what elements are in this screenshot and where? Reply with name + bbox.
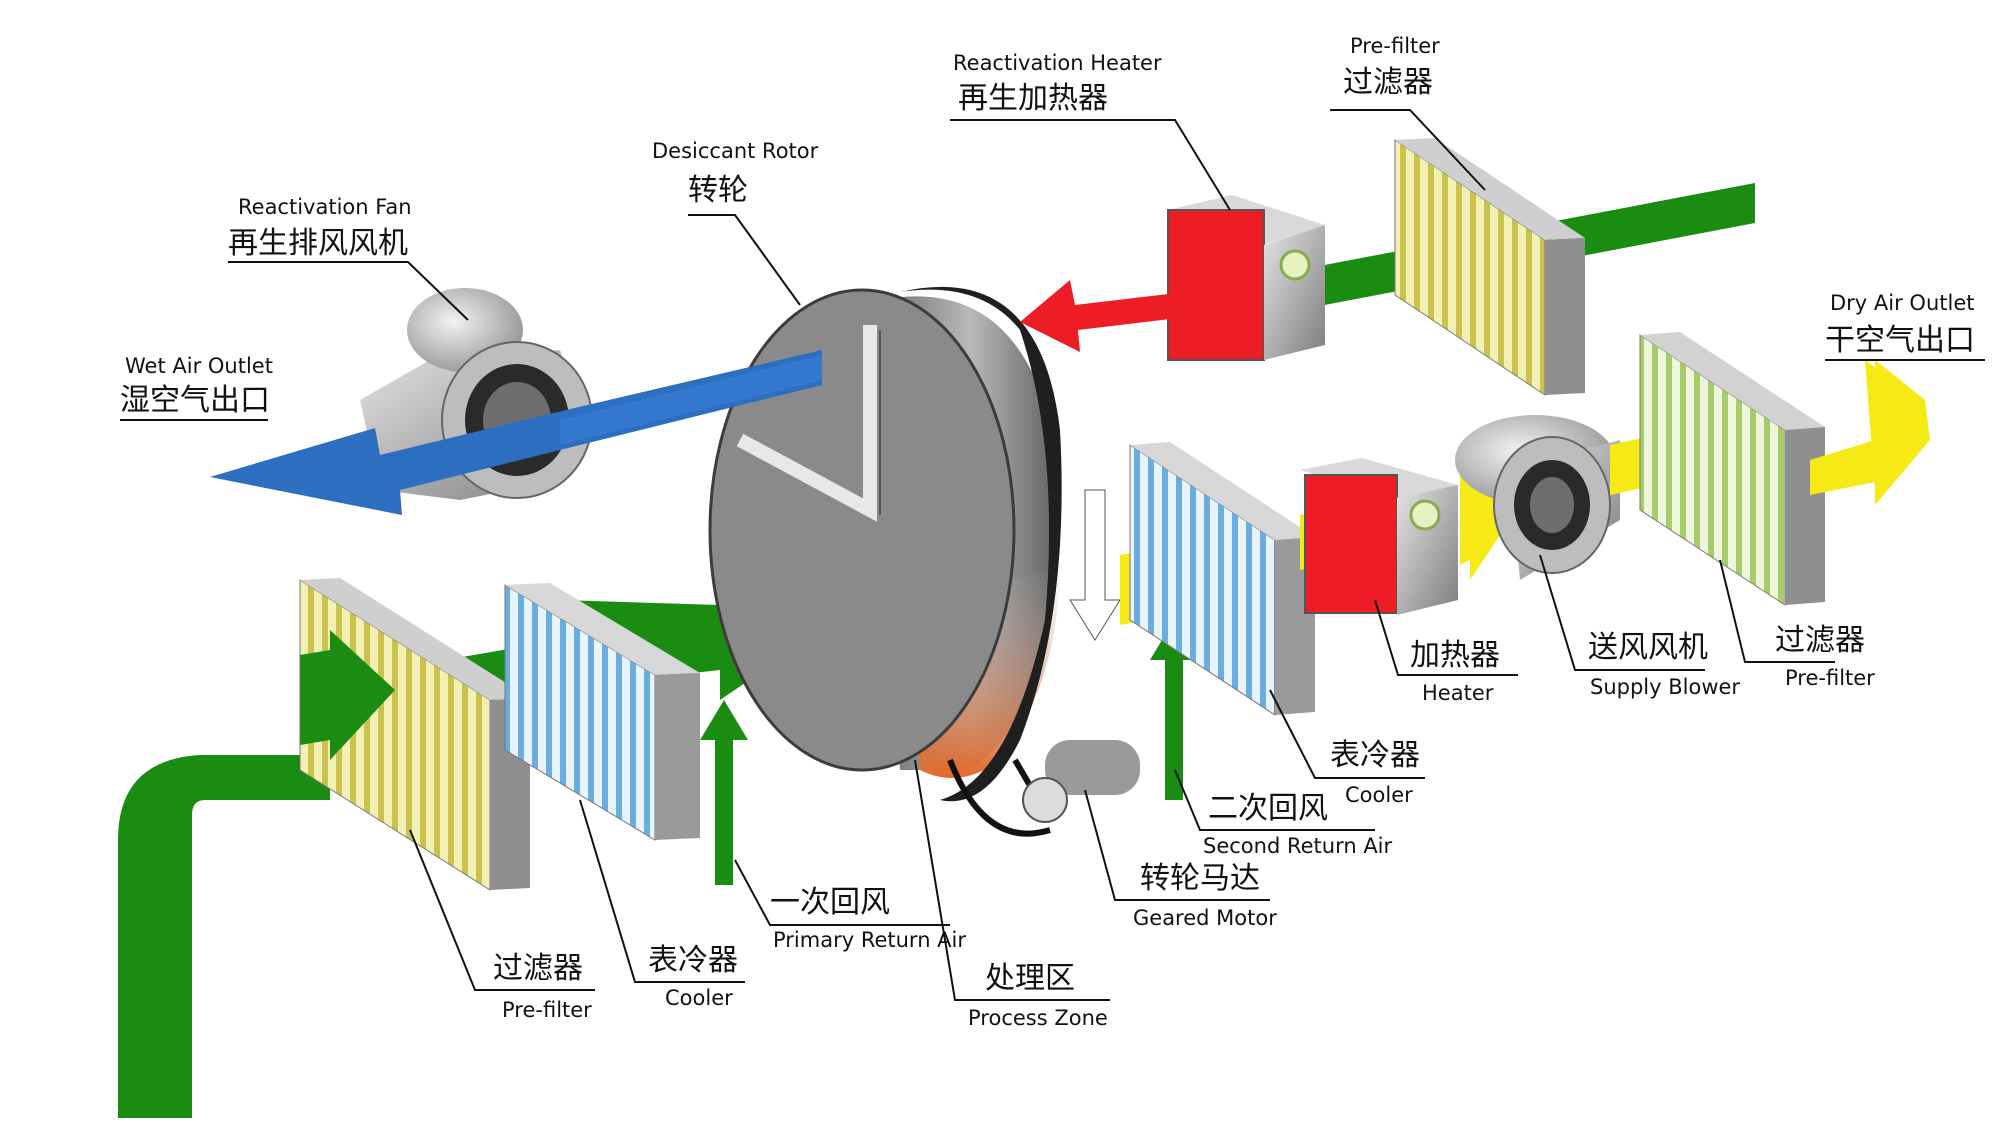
wet-air-outlet-label-zh: 湿空气出口 [120, 383, 270, 418]
pre-filter-left-label-en: Pre-filter [502, 998, 592, 1022]
cooler-right-label-en: Cooler [1345, 783, 1413, 807]
wet-air-outlet-label-en: Wet Air Outlet [125, 354, 273, 378]
reactivation-hot-air-arrow [1020, 280, 1220, 352]
primary-return-air-arrow [700, 700, 748, 885]
desiccant-rotor [708, 286, 1062, 802]
dry-air-outlet-arrow [1810, 360, 1930, 505]
primary-return-air-label-en: Primary Return Air [773, 928, 966, 952]
pre-filter-right-label-zh: 过滤器 [1775, 623, 1865, 658]
geared-motor-label-zh: 转轮马达 [1140, 861, 1260, 896]
process-air-inlet-duct [118, 680, 398, 1118]
rotation-arrow [1069, 489, 1121, 641]
desiccant-rotor-label-en: Desiccant Rotor [652, 139, 819, 163]
process-zone-label-zh: 处理区 [985, 961, 1075, 996]
supply-blower-label-en: Supply Blower [1590, 675, 1740, 699]
geared-motor-label-en: Geared Motor [1133, 906, 1277, 930]
desiccant-rotor-label-zh: 转轮 [688, 173, 748, 208]
primary-return-air-label-zh: 一次回风 [770, 885, 890, 920]
second-return-air-label-en: Second Return Air [1203, 834, 1393, 858]
pre-filter-right-label-en: Pre-filter [1785, 666, 1875, 690]
reactivation-fan-label-en: Reactivation Fan [238, 195, 412, 219]
heater [1300, 458, 1458, 615]
supply-blower [1455, 415, 1620, 580]
second-return-air-label-zh: 二次回风 [1208, 791, 1328, 826]
reactivation-heater-label-zh: 再生加热器 [958, 81, 1108, 116]
pre-filter-right [1639, 332, 1825, 606]
reactivation-fan-label-zh: 再生排风风机 [228, 226, 408, 261]
cooler-left [504, 583, 700, 841]
heater-label-zh: 加热器 [1410, 638, 1500, 673]
process-air-arrowhead-1 [300, 630, 395, 760]
pre-filter-left-label-zh: 过滤器 [493, 951, 583, 986]
supply-blower-label-zh: 送风风机 [1588, 630, 1708, 665]
pre-filter-top-label-en: Pre-filter [1350, 34, 1440, 58]
cooler-right [1129, 442, 1315, 716]
pre-filter-top [1394, 138, 1585, 396]
reactivation-heater [1167, 195, 1325, 361]
dry-air-outlet-label-zh: 干空气出口 [1825, 323, 1975, 358]
wet-air-outlet-arrow [210, 350, 822, 515]
reactivation-heater-label-en: Reactivation Heater [953, 51, 1162, 75]
pre-filter-top-label-zh: 过滤器 [1343, 65, 1433, 100]
geared-motor [947, 740, 1140, 837]
dry-air-outlet-label-en: Dry Air Outlet [1830, 291, 1974, 315]
leader-lines [120, 109, 1985, 1001]
cooler-right-label-zh: 表冷器 [1330, 738, 1420, 773]
heater-label-en: Heater [1422, 681, 1494, 705]
process-zone-label-en: Process Zone [968, 1006, 1108, 1030]
cooler-left-label-en: Cooler [665, 986, 733, 1010]
cooler-left-label-zh: 表冷器 [648, 943, 738, 978]
